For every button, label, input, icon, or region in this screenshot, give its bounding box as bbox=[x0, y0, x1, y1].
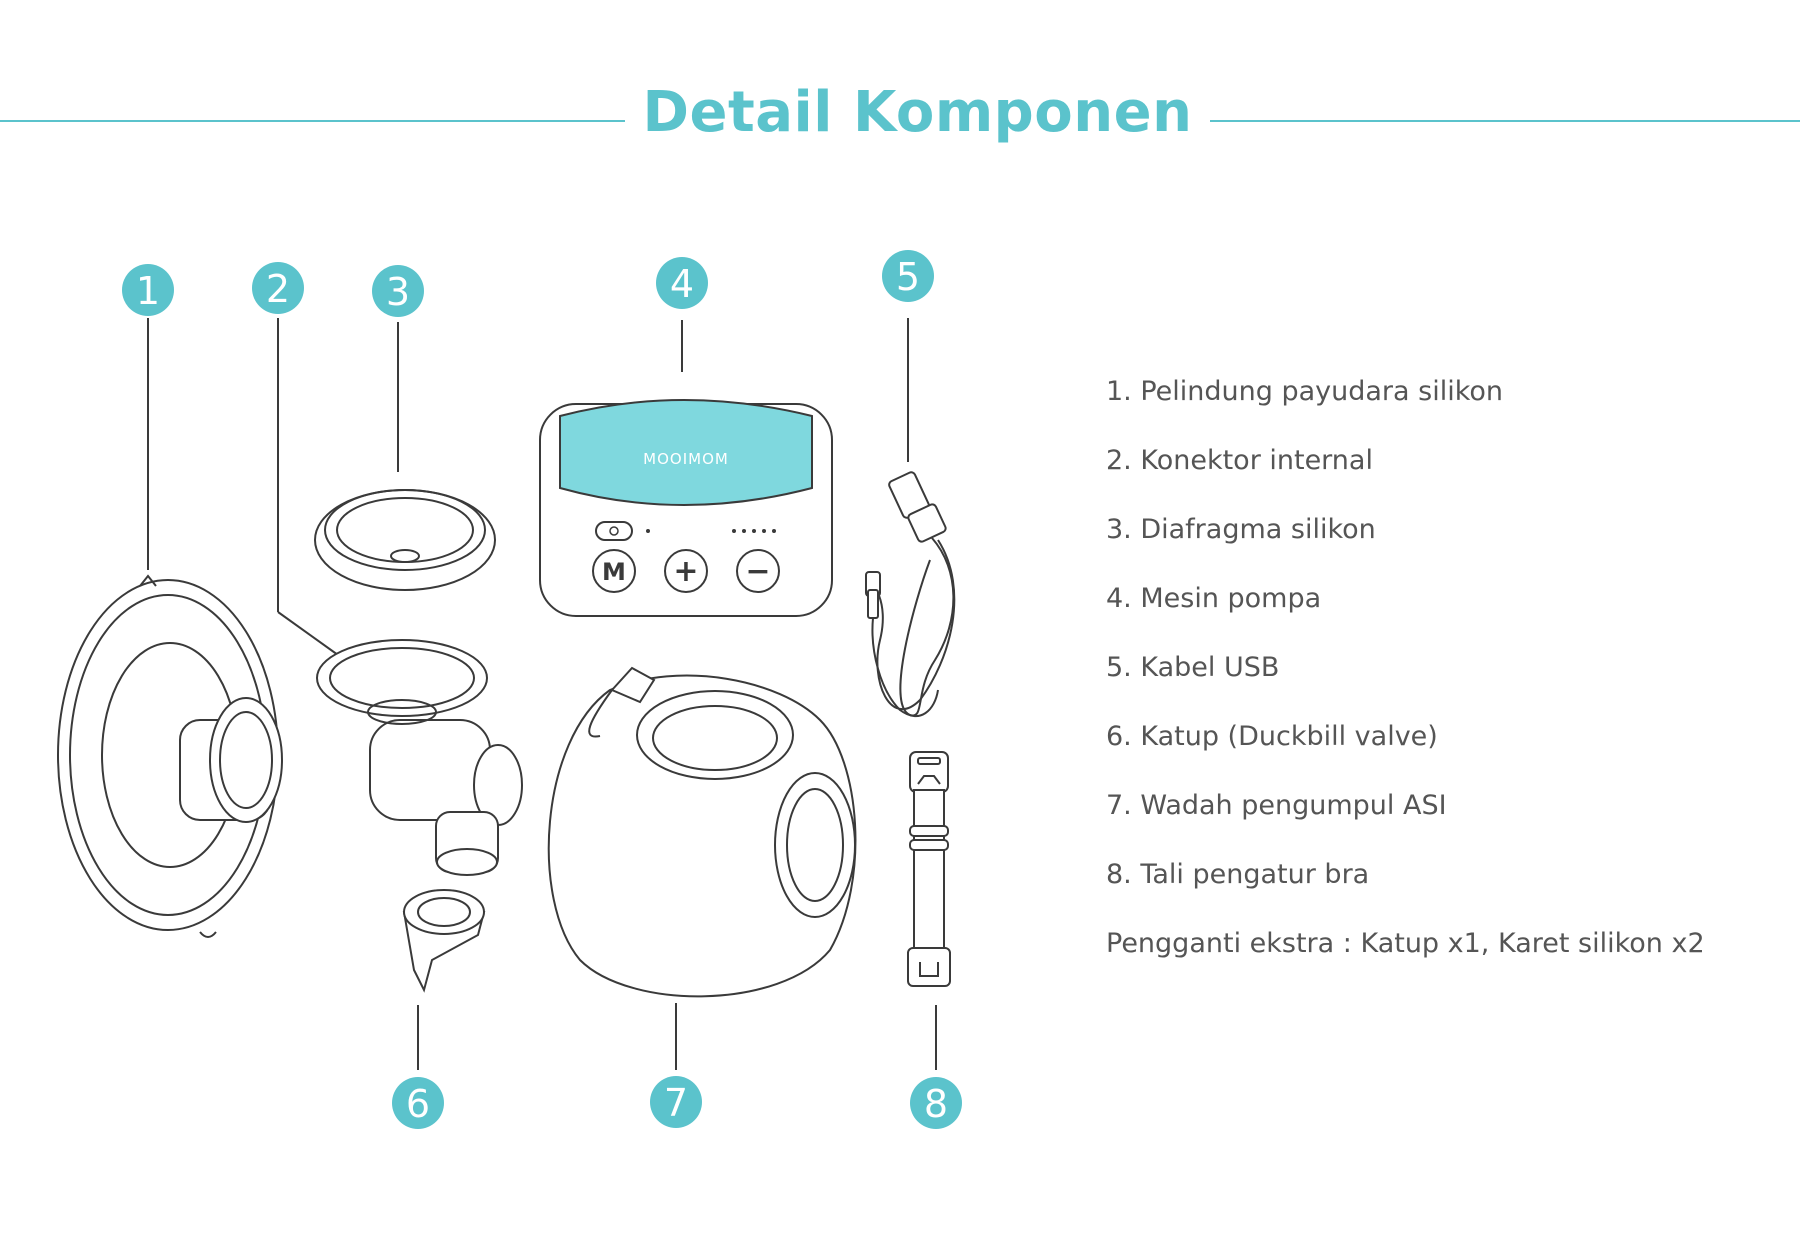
milk-collector-illustration bbox=[547, 666, 857, 998]
callout-badges: 1 2 3 4 5 6 7 8 bbox=[122, 250, 962, 1129]
legend-extra-parts: Pengganti ekstra : Katup x1, Karet silik… bbox=[1106, 928, 1705, 959]
minus-button-label: − bbox=[745, 554, 770, 589]
callout-number-6: 6 bbox=[406, 1082, 430, 1126]
duckbill-valve-illustration bbox=[402, 889, 486, 993]
legend-item: 5. Kabel USB bbox=[1106, 652, 1280, 683]
component-legend: 1. Pelindung payudara silikon 2. Konekto… bbox=[1106, 372, 1705, 993]
mode-button-label: M bbox=[602, 558, 626, 586]
callout-number-4: 4 bbox=[670, 262, 694, 306]
diaphragm-illustration bbox=[314, 489, 496, 591]
callout-number-2: 2 bbox=[266, 267, 290, 311]
legend-item: 8. Tali pengatur bra bbox=[1106, 859, 1370, 890]
breast-shield-illustration bbox=[57, 574, 283, 938]
callout-number-1: 1 bbox=[136, 269, 160, 313]
title-rule-left bbox=[0, 120, 625, 122]
callout-badge-8 bbox=[910, 1077, 962, 1129]
pump-motor-illustration: MOOIMOM M + − bbox=[539, 399, 833, 617]
internal-connector-illustration bbox=[316, 639, 523, 876]
callout-badge-2 bbox=[252, 262, 304, 314]
callout-badge-7 bbox=[650, 1076, 702, 1128]
callout-badge-4 bbox=[656, 257, 708, 309]
legend-item: 7. Wadah pengumpul ASI bbox=[1106, 790, 1447, 821]
legend-item: 6. Katup (Duckbill valve) bbox=[1106, 721, 1438, 752]
callout-badge-6 bbox=[392, 1077, 444, 1129]
brand-logo: MOOIMOM bbox=[643, 450, 729, 468]
legend-item: 4. Mesin pompa bbox=[1106, 583, 1322, 614]
legend-item: 1. Pelindung payudara silikon bbox=[1106, 376, 1504, 407]
legend-item: 3. Diafragma silikon bbox=[1106, 514, 1376, 545]
callout-badge-5 bbox=[882, 250, 934, 302]
title-rule-right bbox=[1210, 120, 1800, 122]
callout-number-7: 7 bbox=[664, 1081, 688, 1125]
plus-button-label: + bbox=[673, 554, 698, 589]
bra-strap-illustration bbox=[907, 751, 951, 987]
callout-number-8: 8 bbox=[924, 1082, 948, 1126]
legend-item: 2. Konektor internal bbox=[1106, 445, 1373, 476]
callout-number-3: 3 bbox=[386, 270, 410, 314]
callout-badge-1 bbox=[122, 264, 174, 316]
page-title: Detail Komponen bbox=[642, 80, 1193, 145]
callout-number-5: 5 bbox=[896, 255, 920, 299]
usb-cable-illustration bbox=[865, 471, 956, 717]
callout-badge-3 bbox=[372, 265, 424, 317]
